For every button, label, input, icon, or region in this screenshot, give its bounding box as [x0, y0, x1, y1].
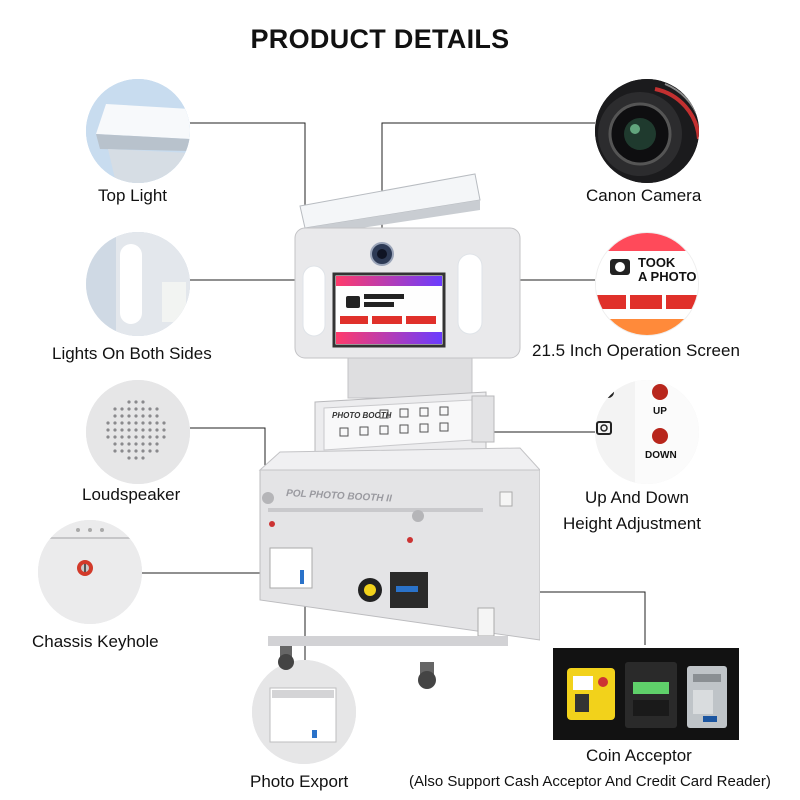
speaker-hole — [141, 400, 145, 404]
speaker-hole — [141, 414, 145, 418]
speaker-hole — [120, 449, 124, 453]
height-adjust-label-line1: Up And Down — [585, 488, 689, 507]
speaker-hole — [162, 435, 166, 439]
loudspeaker-label: Loudspeaker — [82, 485, 181, 504]
speaker-hole — [127, 414, 131, 418]
speaker-hole — [134, 442, 138, 446]
lights-sides-label: Lights On Both Sides — [52, 344, 212, 363]
speaker-hole — [141, 421, 145, 425]
speaker-hole — [127, 435, 131, 439]
speaker-hole — [134, 435, 138, 439]
speaker-hole — [155, 435, 159, 439]
speaker-hole — [148, 414, 152, 418]
speaker-hole — [120, 414, 124, 418]
speaker-hole — [120, 421, 124, 425]
speaker-hole — [155, 449, 159, 453]
photo-export-thumbnail — [252, 660, 356, 764]
speaker-hole — [113, 428, 117, 432]
up-button-label: UP — [653, 406, 667, 417]
speaker-hole — [113, 435, 117, 439]
speaker-hole — [141, 407, 145, 411]
speaker-hole — [127, 428, 131, 432]
speaker-hole — [155, 428, 159, 432]
speaker-hole — [134, 428, 138, 432]
top-light-label: Top Light — [98, 186, 167, 205]
speaker-hole — [134, 456, 138, 460]
down-button-label: DOWN — [645, 450, 677, 461]
page-title: PRODUCT DETAILS — [250, 24, 510, 54]
speaker-hole — [155, 414, 159, 418]
speaker-hole — [113, 421, 117, 425]
speaker-hole — [120, 407, 124, 411]
speaker-hole — [106, 428, 110, 432]
speaker-hole — [148, 407, 152, 411]
speaker-hole — [127, 456, 131, 460]
speaker-hole — [113, 449, 117, 453]
speaker-hole — [120, 442, 124, 446]
coin-acceptor-note: (Also Support Cash Acceptor And Credit C… — [409, 773, 771, 790]
height-adjust-label-line2: Height Adjustment — [563, 514, 701, 533]
speaker-hole — [106, 435, 110, 439]
coin-acceptor-label: Coin Acceptor — [586, 746, 692, 765]
speaker-hole — [148, 449, 152, 453]
speaker-hole — [162, 428, 166, 432]
canon-camera-thumbnail — [595, 79, 699, 183]
top-light-thumbnail — [86, 79, 190, 183]
speaker-hole — [141, 435, 145, 439]
speaker-hole — [134, 414, 138, 418]
speaker-hole — [141, 428, 145, 432]
speaker-hole — [127, 442, 131, 446]
loudspeaker-thumbnail — [86, 380, 190, 484]
speaker-hole — [134, 449, 138, 453]
svg-text:PHOTO BOOTH: PHOTO BOOTH — [332, 411, 392, 420]
speaker-hole — [141, 449, 145, 453]
speaker-hole — [155, 407, 159, 411]
speaker-hole — [127, 421, 131, 425]
chassis-keyhole-label: Chassis Keyhole — [32, 632, 159, 651]
speaker-hole — [127, 449, 131, 453]
speaker-hole — [148, 421, 152, 425]
coin-acceptor-photo — [553, 648, 739, 740]
speaker-hole — [148, 435, 152, 439]
speaker-hole — [162, 421, 166, 425]
chassis-keyhole-thumbnail — [38, 520, 142, 624]
speaker-hole — [113, 407, 117, 411]
canon-camera-label: Canon Camera — [586, 186, 702, 205]
speaker-hole — [148, 442, 152, 446]
speaker-hole — [113, 414, 117, 418]
speaker-hole — [134, 400, 138, 404]
speaker-hole — [120, 435, 124, 439]
speaker-hole — [141, 456, 145, 460]
thumb-brand-line1: TOOK — [638, 255, 676, 270]
speaker-hole — [134, 421, 138, 425]
photo-booth-illustration: PHOTO BOOTH POL PHOTO BOOTH II — [240, 170, 542, 710]
speaker-hole — [155, 442, 159, 446]
operation-screen-label: 21.5 Inch Operation Screen — [532, 341, 740, 360]
speaker-hole — [134, 407, 138, 411]
operation-screen-thumbnail: TOOK A PHOTO — [595, 232, 699, 336]
speaker-hole — [148, 428, 152, 432]
speaker-hole — [127, 407, 131, 411]
thumb-brand-line2: A PHOTO — [638, 269, 697, 284]
speaker-hole — [155, 421, 159, 425]
speaker-hole — [120, 428, 124, 432]
speaker-hole — [127, 400, 131, 404]
height-adjust-thumbnail: UP DOWN — [595, 380, 699, 484]
photo-export-label: Photo Export — [250, 772, 349, 791]
lights-sides-thumbnail — [86, 232, 190, 336]
speaker-hole — [106, 421, 110, 425]
speaker-hole — [141, 442, 145, 446]
speaker-hole — [113, 442, 117, 446]
